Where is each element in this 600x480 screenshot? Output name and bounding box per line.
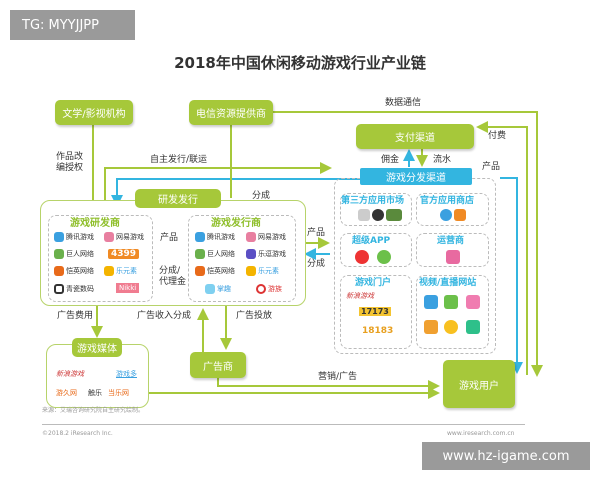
label-pay: 付费 bbox=[488, 131, 507, 141]
market-icon-1 bbox=[358, 209, 370, 221]
publishers-title: 游戏发行商 bbox=[211, 218, 261, 229]
website: www.iresearch.com.cn bbox=[447, 430, 515, 437]
label-ad-revenue-share: 广告收入分成 bbox=[137, 311, 192, 321]
pub-logo-2: 巨人网络 bbox=[195, 249, 235, 259]
arrow-blue-return bbox=[111, 178, 365, 207]
douyu-icon bbox=[424, 320, 438, 334]
huya-icon bbox=[444, 320, 458, 334]
footer-divider bbox=[42, 424, 525, 425]
wechat-icon bbox=[377, 250, 391, 264]
label-marketing: 营销/广告 bbox=[318, 372, 358, 382]
operator-cart-icon bbox=[446, 250, 460, 264]
developers-title: 游戏研发商 bbox=[70, 218, 120, 229]
market-icon-2 bbox=[372, 209, 384, 221]
label-ad-placement: 广告投放 bbox=[236, 311, 273, 321]
dev-logo-6: 青瓷数码 bbox=[54, 284, 94, 294]
node-distribution: 游戏分发渠道 bbox=[360, 168, 472, 185]
channel-official-title: 官方应用商店 bbox=[420, 196, 475, 206]
arrow-self-publish bbox=[104, 162, 332, 215]
pub-logo-6: 掌趣 bbox=[205, 284, 231, 294]
pub-logo-7: 游族 bbox=[256, 284, 282, 294]
arrow-pay bbox=[476, 121, 528, 375]
pub-logo-5: 乐元素 bbox=[246, 266, 279, 276]
node-literature: 文学/影视机构 bbox=[55, 100, 133, 125]
bilibili-icon bbox=[466, 295, 480, 309]
panda-icon bbox=[466, 320, 480, 334]
label-share-dist: 分成 bbox=[307, 259, 326, 269]
label-commission: 佣金 bbox=[381, 155, 400, 165]
tencent-video-icon bbox=[424, 295, 438, 309]
media-logo-3: 触乐 bbox=[88, 389, 102, 397]
weibo-icon bbox=[355, 250, 369, 264]
source-note: 来源：艾瑞咨询研究院自主研究绘制。 bbox=[42, 407, 145, 414]
pub-logo-4: 恺英网络 bbox=[195, 266, 235, 276]
pub-logo-0: 腾讯游戏 bbox=[195, 232, 235, 242]
channel-third-party bbox=[340, 193, 412, 226]
channel-official bbox=[416, 193, 489, 226]
media-logo-1: 游戏多 bbox=[116, 370, 137, 378]
portal-logo-0: 新浪游戏 bbox=[346, 292, 374, 300]
mi-store-icon bbox=[454, 209, 466, 221]
label-product-dist: 产品 bbox=[307, 228, 326, 238]
channel-portal bbox=[340, 275, 412, 349]
portal-logo-1: 17173 bbox=[359, 307, 391, 316]
node-advertiser: 广告商 bbox=[190, 352, 246, 378]
channel-operator-title: 运营商 bbox=[437, 236, 465, 246]
developers-group bbox=[48, 215, 153, 302]
dev-logo-4: 恺英网络 bbox=[54, 266, 94, 276]
iqiyi-icon bbox=[444, 295, 458, 309]
label-ad-fee: 广告费用 bbox=[57, 311, 94, 321]
channel-third-party-title: 第三方应用市场 bbox=[341, 196, 405, 206]
node-payment: 支付渠道 bbox=[356, 124, 474, 149]
label-data-comm: 数据通信 bbox=[385, 98, 422, 108]
label-adaptation: 作品改编授权 bbox=[56, 152, 84, 173]
label-self-publish: 自主发行/联运 bbox=[150, 155, 208, 165]
label-share-top: 分成 bbox=[252, 191, 271, 201]
portal-logo-2: 18183 bbox=[362, 326, 394, 336]
node-rnd-publish: 研发发行 bbox=[135, 189, 221, 208]
pub-logo-3: 乐逗游戏 bbox=[246, 249, 286, 259]
media-logo-4: 当乐网 bbox=[108, 389, 129, 397]
arrow-data-comm bbox=[272, 111, 543, 377]
label-product-users: 产品 bbox=[482, 162, 501, 172]
label-product-dev: 产品 bbox=[160, 233, 179, 243]
dev-logo-1: 网易游戏 bbox=[104, 232, 144, 242]
node-media: 游戏媒体 bbox=[72, 338, 122, 357]
node-users: 游戏用户 bbox=[443, 360, 515, 408]
media-logo-0: 新浪游戏 bbox=[56, 370, 84, 378]
channel-portal-title: 游戏门户 bbox=[355, 278, 392, 288]
channel-video-title: 视频/直播网站 bbox=[419, 278, 477, 288]
pub-logo-1: 网易游戏 bbox=[246, 232, 286, 242]
channel-super-app bbox=[340, 233, 412, 267]
arrow-product-users bbox=[500, 177, 523, 374]
watermark-bottom: www.hz-igame.com bbox=[422, 442, 590, 470]
channel-super-app-title: 超级APP bbox=[352, 236, 391, 246]
node-telecom: 电信资源提供商 bbox=[189, 100, 273, 125]
diagram-title: 2018年中国休闲移动游戏行业产业链 bbox=[174, 54, 426, 72]
app-store-icon bbox=[440, 209, 452, 221]
channel-operator bbox=[416, 233, 489, 267]
arrow-marketing bbox=[217, 378, 440, 392]
publishers-group bbox=[188, 215, 296, 302]
dev-logo-0: 腾讯游戏 bbox=[54, 232, 94, 242]
dev-logo-5: 乐元素 bbox=[104, 266, 137, 276]
copyright: ©2018.2 iResearch Inc. bbox=[42, 430, 113, 437]
dev-logo-7: Nikki bbox=[116, 283, 140, 293]
dev-logo-2: 巨人网络 bbox=[54, 249, 94, 259]
dev-logo-3: 4399 bbox=[108, 249, 140, 259]
watermark-top: TG: MYYJJPP bbox=[10, 10, 135, 40]
label-share-agency: 分成/代理金 bbox=[159, 266, 187, 287]
label-revenue: 流水 bbox=[433, 155, 452, 165]
channel-video bbox=[416, 275, 489, 349]
market-icon-360 bbox=[386, 209, 402, 221]
media-logo-2: 游久网 bbox=[56, 389, 77, 397]
